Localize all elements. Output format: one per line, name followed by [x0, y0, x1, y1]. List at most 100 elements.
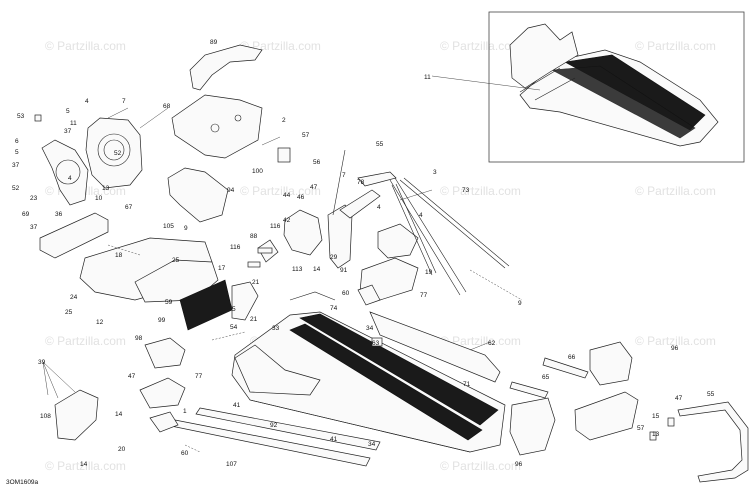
leader-line: [42, 361, 49, 396]
watermark: © Partzilla.com: [440, 39, 521, 53]
callout-label: 71: [463, 381, 471, 388]
callout-label: 57: [302, 132, 310, 139]
front-strut: [389, 177, 467, 296]
leader-line: [469, 341, 491, 351]
callout-label: 5: [232, 306, 236, 313]
steering-column-assembly: [257, 149, 419, 306]
callout-label: 34: [368, 441, 376, 448]
leader-line: [42, 361, 59, 399]
callout-label: 73: [462, 187, 470, 194]
callout-label: 53: [17, 113, 25, 120]
callout-label: 74: [330, 305, 338, 312]
bolt: [649, 431, 657, 441]
tunnel-stripe: [299, 313, 499, 426]
leader-line: [399, 189, 433, 201]
callout-label: 65: [542, 374, 550, 381]
callout-label: 47: [675, 395, 683, 402]
chain-case-plate: [85, 117, 143, 189]
callout-label: 34: [366, 325, 374, 332]
inset-border: [488, 11, 745, 163]
skid: [144, 337, 186, 369]
callout-label: 6: [15, 138, 19, 145]
leader-line: [261, 136, 281, 146]
callout-label: 89: [210, 39, 218, 46]
bracket-plate: [377, 223, 419, 259]
tunnel-assembly: [231, 311, 506, 453]
bolt: [247, 261, 261, 268]
callout-label: 20: [118, 446, 126, 453]
callout-label: 4: [419, 212, 423, 219]
callout-label: 5: [66, 108, 70, 115]
callout-label: 7: [122, 98, 126, 105]
watermark-layer: © Partzilla.com © Partzilla.com © Partzi…: [45, 39, 716, 473]
deflector: [231, 281, 259, 321]
lower-mount: [167, 167, 229, 223]
leader-line: [469, 269, 523, 301]
callout-label: 18: [115, 252, 123, 259]
callout-label: 60: [181, 450, 189, 457]
callout-label: 7: [342, 172, 346, 179]
bolt: [277, 147, 291, 163]
callout-label: 19: [425, 269, 433, 276]
front-bracket-assembly: [39, 44, 263, 331]
callout-label: 47: [128, 373, 136, 380]
rear-bracket: [574, 391, 639, 441]
callout-label: 3: [433, 169, 437, 176]
lower-left-parts: [42, 337, 186, 441]
leader-line: [107, 107, 129, 119]
callout-label: 69: [22, 211, 30, 218]
callout-label: 116: [230, 244, 241, 251]
tunnel-side: [234, 344, 321, 396]
callout-label: 9: [184, 225, 188, 232]
callout-label: 42: [283, 217, 291, 224]
watermark: © Partzilla.com: [635, 39, 716, 53]
callout-label: 52: [12, 185, 20, 192]
bolt: [371, 337, 383, 347]
callout-label: 108: [40, 413, 51, 420]
leader-line: [139, 107, 169, 129]
watermark: © Partzilla.com: [45, 39, 126, 53]
callout-label: 62: [488, 340, 496, 347]
watermark: © Partzilla.com: [45, 334, 126, 348]
callout-label: 11: [424, 74, 431, 81]
callout-label: 24: [70, 294, 78, 301]
callout-label: 98: [135, 335, 143, 342]
callout-label: 21: [250, 316, 258, 323]
callout-label: 13: [102, 185, 110, 192]
clip: [357, 284, 381, 306]
callout-label: 77: [420, 292, 428, 299]
rear-bumper: [677, 401, 749, 483]
bearing-ring: [97, 133, 131, 167]
clip: [149, 411, 179, 433]
callout-label: 39: [38, 359, 46, 366]
callout-label: 92: [270, 422, 278, 429]
callout-label: 2: [282, 117, 286, 124]
callout-label: 68: [163, 103, 171, 110]
callout-label: 66: [568, 354, 576, 361]
bolt: [34, 114, 42, 122]
mount-hole: [210, 123, 220, 133]
callout-label: 10: [95, 195, 103, 202]
callout-label: 55: [376, 141, 384, 148]
watermark: © Partzilla.com: [635, 184, 716, 198]
callout-label: 14: [115, 411, 123, 418]
callout-label: 47: [310, 184, 318, 191]
callout-label: 113: [292, 266, 303, 273]
rear-bracket: [589, 341, 633, 386]
rail-assembly: [170, 341, 749, 483]
column-tube: [327, 204, 353, 269]
leader-line: [42, 361, 76, 393]
callout-label: 116: [270, 223, 281, 230]
callout-label: 29: [330, 254, 338, 261]
inset-frame-tube: [519, 67, 576, 101]
callout-label: 59: [165, 299, 173, 306]
callout-label: 12: [96, 319, 104, 326]
callout-label: 63: [372, 340, 380, 347]
callout-labels: 89 7 68 53 5 4 11 37 52 6 5 4 37 52 13 2…: [6, 39, 715, 486]
tunnel-stripe: [289, 323, 483, 441]
bolt: [257, 247, 273, 254]
callout-label: 57: [637, 425, 645, 432]
bolt: [667, 417, 675, 427]
callout-label: 107: [226, 461, 237, 468]
